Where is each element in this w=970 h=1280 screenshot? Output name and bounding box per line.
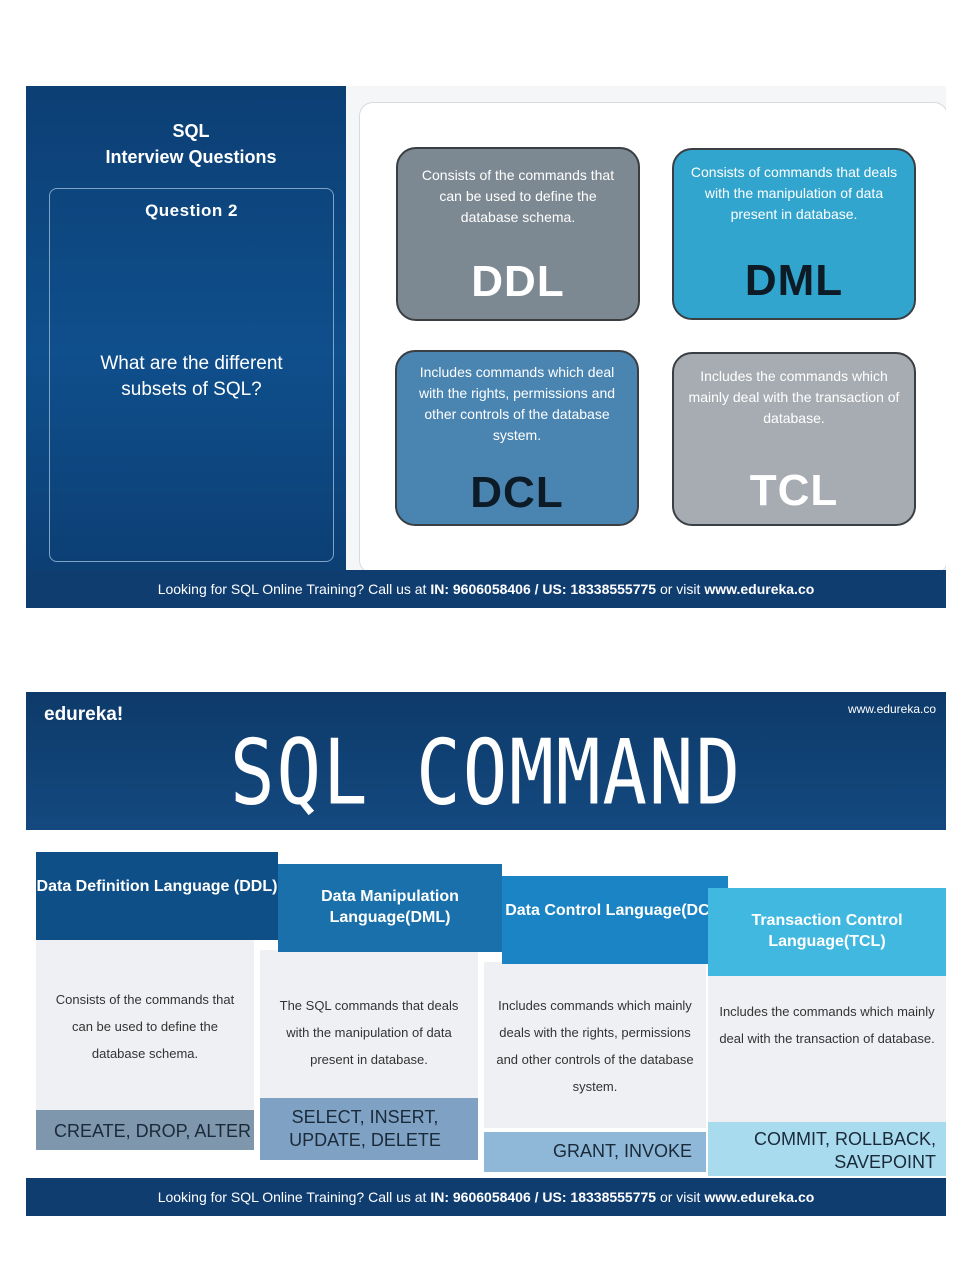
card-dml: Consists of commands that deals with the… (672, 148, 916, 320)
card-dml-description: Consists of commands that deals with the… (690, 164, 898, 222)
dml-heading-box: Data Manipulation Language(DML) (278, 864, 502, 952)
ddl-heading-box: Data Definition Language (DDL) (36, 852, 278, 940)
card-tcl-description: Includes the commands which mainly deal … (688, 368, 900, 426)
slide1-footer: Looking for SQL Online Training? Call us… (26, 570, 946, 608)
ddl-commands: CREATE, DROP, ALTER (54, 1121, 252, 1141)
dcl-heading-box: Data Control Language(DCL) (502, 876, 728, 964)
interview-question-slide: SQL Interview Questions Question 2 What … (26, 86, 946, 608)
tcl-description: Includes the commands which mainly deal … (719, 1004, 935, 1046)
footer-url: www.edureka.co (704, 581, 815, 597)
dml-commands-box: SELECT, INSERT, UPDATE, DELETE (260, 1098, 478, 1160)
dcl-body: Includes commands which mainly deals wit… (484, 962, 706, 1128)
slide2-header: edureka! www.edureka.co SQL COMMAND CATE… (26, 692, 946, 919)
footer-url: www.edureka.co (704, 1189, 815, 1205)
dml-commands: SELECT, INSERT, UPDATE, DELETE (289, 1107, 441, 1150)
tcl-heading-box: Transaction Control Language(TCL) (708, 888, 946, 976)
card-dml-abbr: DML (744, 256, 844, 305)
dcl-description: Includes commands which mainly deals wit… (496, 998, 694, 1094)
ddl-commands-box: CREATE, DROP, ALTER (36, 1110, 254, 1150)
ddl-body: Consists of the commands that can be use… (36, 940, 254, 1112)
card-ddl-description: Consists of the commands that can be use… (421, 167, 615, 225)
dml-body: The SQL commands that deals with the man… (260, 950, 478, 1102)
slide-title-line1: SQL (172, 121, 210, 141)
footer-mid: or visit (656, 1189, 705, 1205)
ddl-heading: Data Definition Language (DDL) (36, 878, 278, 895)
footer-prefix: Looking for SQL Online Training? Call us… (157, 1189, 431, 1205)
slide-title: SQL Interview Questions (26, 118, 356, 170)
brand-logo: edureka! (44, 704, 124, 725)
question-text: What are the different subsets of SQL? (100, 353, 283, 400)
dcl-heading: Data Control Language(DCL) (505, 902, 725, 919)
card-tcl-abbr: TCL (749, 466, 839, 515)
question-number: Question 2 (145, 201, 238, 220)
dcl-commands: GRANT, INVOKE (552, 1141, 692, 1161)
card-ddl: Consists of the commands that can be use… (396, 147, 640, 321)
slide2-footer: Looking for SQL Online Training? Call us… (26, 1178, 946, 1216)
dcl-commands-box: GRANT, INVOKE (484, 1132, 706, 1172)
ddl-description: Consists of the commands that can be use… (55, 992, 235, 1061)
card-dcl-description: Includes commands which deal with the ri… (418, 364, 616, 443)
question-sidebar: SQL Interview Questions Question 2 What … (26, 86, 346, 570)
slide-title-line2: Interview Questions (105, 147, 277, 167)
card-dcl: Includes commands which deal with the ri… (395, 350, 639, 526)
tcl-commands: COMMIT, ROLLBACK, SAVEPOINT (753, 1129, 936, 1172)
dml-description: The SQL commands that deals with the man… (279, 998, 459, 1067)
header-url: www.edureka.co (847, 702, 936, 716)
question-box: Question 2 What are the different subset… (49, 188, 334, 562)
card-dcl-abbr: DCL (470, 468, 564, 517)
card-ddl-abbr: DDL (471, 257, 565, 306)
footer-prefix: Looking for SQL Online Training? Call us… (157, 581, 431, 597)
tcl-body: Includes the commands which mainly deal … (708, 974, 946, 1122)
command-categories-slide: edureka! www.edureka.co SQL COMMAND CATE… (26, 692, 946, 1216)
tcl-commands-box: COMMIT, ROLLBACK, SAVEPOINT (708, 1122, 946, 1176)
card-tcl: Includes the commands which mainly deal … (672, 352, 916, 526)
footer-phones: IN: 9606058406 / US: 18338555775 (430, 581, 657, 597)
tcl-heading: Transaction Control Language(TCL) (751, 912, 903, 950)
footer-phones: IN: 9606058406 / US: 18338555775 (430, 1189, 657, 1205)
footer-mid: or visit (656, 581, 705, 597)
dml-heading: Data Manipulation Language(DML) (321, 888, 459, 926)
